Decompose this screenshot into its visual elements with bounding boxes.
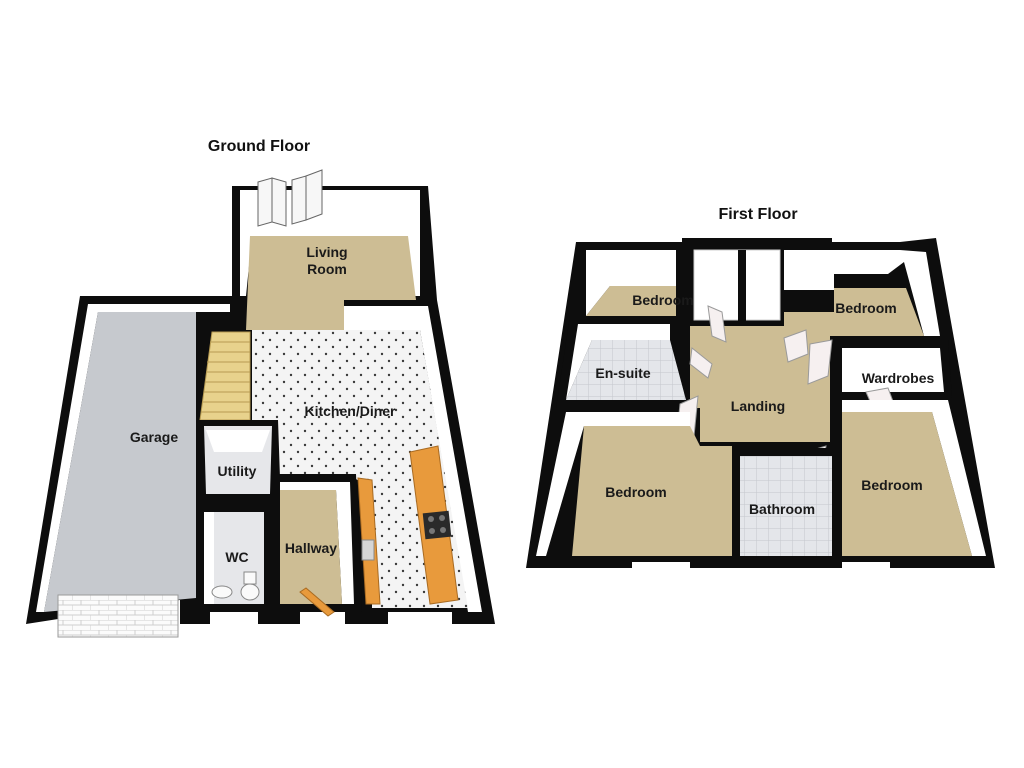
ground-floor-title: Ground Floor bbox=[208, 138, 310, 155]
toilet bbox=[240, 583, 260, 601]
garage-door bbox=[57, 594, 179, 638]
kitchen-diner-label: Kitchen/Diner bbox=[304, 403, 396, 419]
wardrobes-wall-face bbox=[842, 348, 944, 392]
hob-ring bbox=[440, 527, 446, 533]
utility bbox=[196, 420, 278, 500]
kitchen-wall-face bbox=[344, 306, 482, 612]
wc-label: WC bbox=[225, 549, 248, 565]
bedroom-top-right-wall-face bbox=[784, 250, 940, 336]
bedroom-top-right bbox=[784, 250, 940, 336]
garage-wall-face bbox=[36, 304, 230, 612]
living-room-floor bbox=[246, 236, 416, 330]
toilet-cistern bbox=[243, 571, 257, 585]
hallway bbox=[272, 474, 362, 617]
bedroom-top-right-label: Bedroom bbox=[835, 300, 896, 316]
en-suite bbox=[556, 316, 690, 408]
bedroom-top-left-label: Bedroom bbox=[632, 292, 693, 308]
bathroom bbox=[732, 448, 840, 564]
bedroom-bottom-right-wall-face bbox=[842, 400, 986, 556]
hob-ring bbox=[429, 528, 435, 534]
bedroom-bottom-left-floor bbox=[572, 426, 732, 556]
first-floor: First Floor bbox=[526, 206, 995, 568]
en-suite-floor bbox=[566, 340, 686, 400]
bathroom-label: Bathroom bbox=[749, 501, 815, 517]
garage-floor bbox=[44, 312, 196, 612]
kitchen-floor bbox=[252, 330, 468, 608]
first-floor-title: First Floor bbox=[718, 206, 797, 223]
garage bbox=[36, 304, 230, 638]
bedroom-top-left-floor bbox=[586, 286, 676, 316]
living-room-label-line1: Living bbox=[306, 244, 347, 260]
hob bbox=[422, 510, 452, 540]
ground-stairs bbox=[199, 331, 251, 421]
living-room bbox=[240, 169, 420, 330]
bedroom-top-right-floor bbox=[784, 288, 924, 336]
bifold-doors bbox=[257, 169, 323, 227]
bedroom-top-left-wall-face bbox=[586, 250, 676, 316]
hallway-floor bbox=[280, 490, 342, 604]
bathroom-floor bbox=[740, 456, 832, 556]
en-suite-label: En-suite bbox=[595, 365, 650, 381]
bedroom-bottom-left-wall-face bbox=[536, 412, 690, 556]
hob-ring bbox=[428, 516, 434, 522]
landing-label: Landing bbox=[731, 398, 785, 414]
wardrobes-label: Wardrobes bbox=[862, 370, 935, 386]
utility-wall-face bbox=[206, 430, 270, 452]
bedroom-bottom-right-label: Bedroom bbox=[861, 477, 922, 493]
hob-ring bbox=[439, 515, 445, 521]
bedroom-top-left bbox=[586, 250, 676, 316]
bedroom-bottom-right bbox=[842, 400, 986, 556]
garage-label: Garage bbox=[130, 429, 178, 445]
hallway-wall-face bbox=[280, 482, 354, 604]
en-suite-wall-face bbox=[566, 324, 670, 400]
utility-label: Utility bbox=[218, 463, 257, 479]
wc bbox=[196, 504, 270, 612]
bedroom-bottom-left bbox=[536, 412, 732, 556]
bedroom-bottom-right-floor bbox=[842, 412, 972, 556]
front-door bbox=[299, 587, 335, 617]
wc-basin bbox=[211, 585, 233, 599]
wc-wall-face bbox=[204, 512, 214, 604]
living-room-label-line2: Room bbox=[307, 261, 347, 277]
sink bbox=[361, 539, 375, 561]
ground-floor: Ground Floor bbox=[26, 138, 495, 638]
bedroom-bottom-left-label: Bedroom bbox=[605, 484, 666, 500]
kitchen-diner bbox=[252, 306, 482, 612]
hallway-label: Hallway bbox=[285, 540, 337, 556]
